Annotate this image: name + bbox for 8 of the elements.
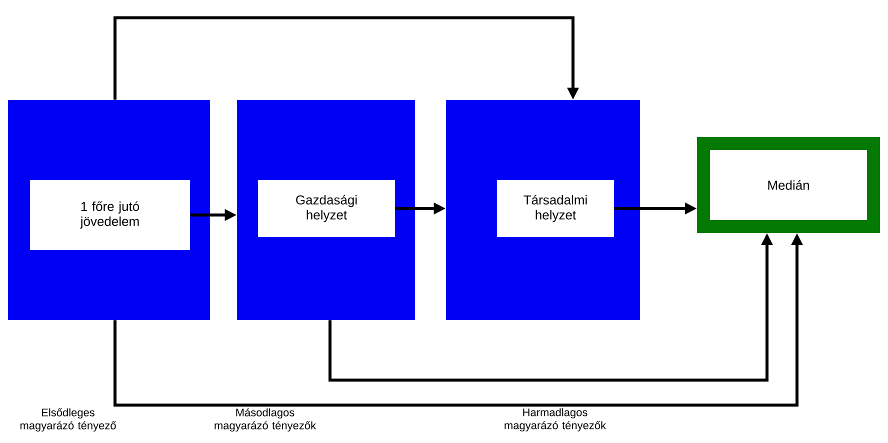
arrow [114, 16, 579, 100]
label-box: Társadalmi helyzet [497, 180, 614, 237]
caption-text: Harmadlagos magyarázó tényezők [504, 408, 606, 432]
caption-text: Másodlagos magyarázó tényezők [214, 408, 316, 432]
label-box: 1 főre jutó jövedelem [30, 180, 190, 250]
label-box: Gazdasági helyzet [258, 180, 395, 237]
result-box: Medián [697, 137, 880, 233]
caption-text: Elsődleges magyarázó tényező [20, 408, 116, 432]
